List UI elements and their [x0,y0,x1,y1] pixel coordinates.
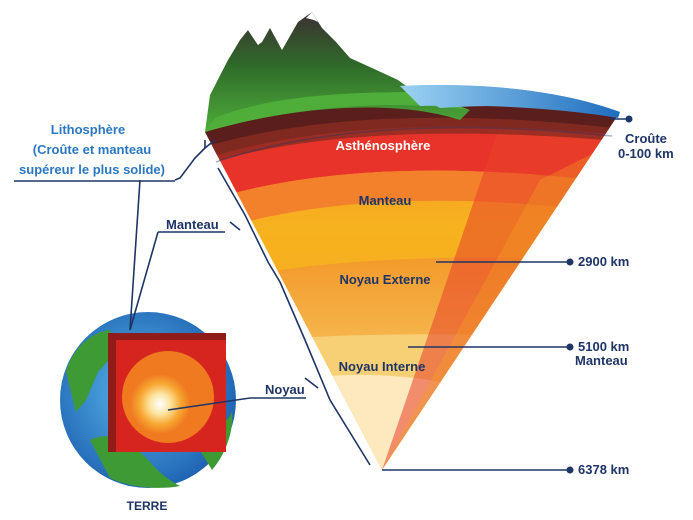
lithosphere-layer [205,101,620,162]
globe-core [130,374,190,434]
depth-5100-dot [566,343,574,351]
mantle-center-label: Manteau [359,193,412,208]
depth-2900-label: 2900 km [578,254,629,269]
left-brackets [14,139,371,466]
earth-globe [60,179,251,488]
globe-continent [66,330,118,412]
depth-5100-sub-label: Manteau [575,353,628,368]
core-left-label: Noyau [265,382,305,397]
mantle-left-label: Manteau [166,217,219,232]
surface-landscape [205,12,620,132]
inner-core-label: Noyau Interne [339,359,426,374]
depth-5100-label: 5100 km [578,339,629,354]
depth-2900-dot [566,258,574,266]
lithosphere-line3: supéreur le plus solide) [19,162,165,177]
depth-markers: Croûte 0-100 km 2900 km 5100 km Manteau … [382,115,674,477]
lithosphere-title: Lithosphère [51,122,125,137]
croute-label: Croûte [625,131,667,146]
lithosphere-line2: (Croûte et manteau [33,142,152,157]
asthenosphere-label: Asthénosphère [336,138,431,153]
depth-6378-dot [566,466,574,474]
depth-6378-label: 6378 km [578,462,629,477]
terre-label: TERRE [127,499,168,513]
croute-depth-label: 0-100 km [618,146,674,161]
snow-cap-icon [248,28,270,45]
croute-marker-dot [625,115,633,123]
outer-core-label: Noyau Externe [339,272,430,287]
